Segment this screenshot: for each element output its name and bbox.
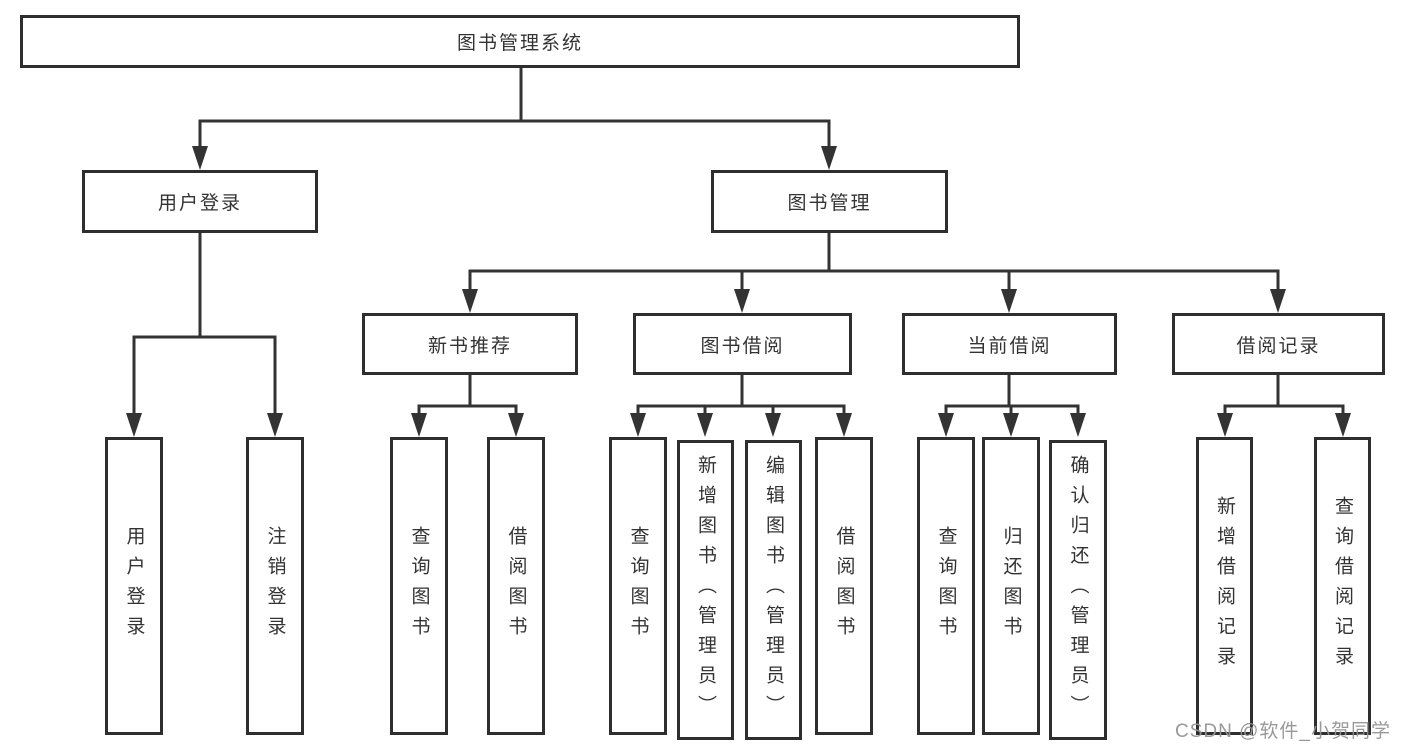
leaf-recommend-borrow-books-label: 借阅图书 bbox=[505, 526, 527, 646]
leaf-borrowing-query-books-label: 查询图书 bbox=[627, 526, 649, 646]
leaf-borrowing-add-books-admin: 新增图书（管理员） bbox=[677, 440, 734, 740]
node-root-label: 图书管理系统 bbox=[456, 33, 583, 54]
node-book-management: 图书管理 bbox=[711, 170, 948, 233]
node-book-borrowing-label: 图书借阅 bbox=[700, 335, 785, 357]
leaf-current-query-books-label: 查询图书 bbox=[935, 526, 957, 646]
leaf-logout: 注销登录 bbox=[246, 437, 304, 735]
node-new-book-recommend: 新书推荐 bbox=[362, 313, 578, 375]
leaf-current-return-books: 归还图书 bbox=[982, 437, 1040, 735]
leaf-user-login-label: 用户登录 bbox=[123, 526, 145, 646]
leaf-current-confirm-return-admin-label: 确认归还（管理员） bbox=[1067, 455, 1089, 725]
leaf-borrowing-edit-books-admin-label: 编辑图书（管理员） bbox=[763, 455, 784, 725]
leaf-recommend-query-books: 查询图书 bbox=[390, 437, 448, 735]
leaf-borrowing-borrow-books-label: 借阅图书 bbox=[833, 526, 855, 646]
node-user-login: 用户登录 bbox=[82, 170, 318, 233]
node-root: 图书管理系统 bbox=[20, 15, 1020, 68]
node-current-borrowing-label: 当前借阅 bbox=[967, 335, 1052, 357]
node-borrowing-records-label: 借阅记录 bbox=[1236, 335, 1321, 357]
leaf-records-query-record-label: 查询借阅记录 bbox=[1332, 496, 1353, 676]
csdn-watermark: CSDN @软件_小贺同学 bbox=[1175, 721, 1391, 742]
leaf-records-add-record: 新增借阅记录 bbox=[1196, 437, 1253, 735]
node-user-login-label: 用户登录 bbox=[157, 193, 242, 214]
leaf-current-return-books-label: 归还图书 bbox=[1000, 526, 1022, 646]
leaf-recommend-query-books-label: 查询图书 bbox=[408, 526, 430, 646]
leaf-user-login: 用户登录 bbox=[105, 437, 163, 735]
node-new-book-recommend-label: 新书推荐 bbox=[427, 335, 512, 357]
leaf-borrowing-add-books-admin-label: 新增图书（管理员） bbox=[695, 455, 716, 725]
leaf-borrowing-query-books: 查询图书 bbox=[609, 437, 667, 735]
node-book-borrowing: 图书借阅 bbox=[633, 313, 852, 375]
node-book-management-label: 图书管理 bbox=[787, 193, 872, 214]
leaf-borrowing-edit-books-admin: 编辑图书（管理员） bbox=[745, 440, 802, 740]
node-current-borrowing: 当前借阅 bbox=[902, 313, 1117, 375]
node-borrowing-records: 借阅记录 bbox=[1172, 313, 1385, 375]
leaf-current-confirm-return-admin: 确认归还（管理员） bbox=[1049, 440, 1107, 740]
leaf-current-query-books: 查询图书 bbox=[917, 437, 975, 735]
leaf-records-query-record: 查询借阅记录 bbox=[1314, 437, 1371, 735]
leaf-recommend-borrow-books: 借阅图书 bbox=[487, 437, 545, 735]
leaf-logout-label: 注销登录 bbox=[264, 526, 286, 646]
leaf-borrowing-borrow-books: 借阅图书 bbox=[815, 437, 873, 735]
leaf-records-add-record-label: 新增借阅记录 bbox=[1214, 496, 1235, 676]
